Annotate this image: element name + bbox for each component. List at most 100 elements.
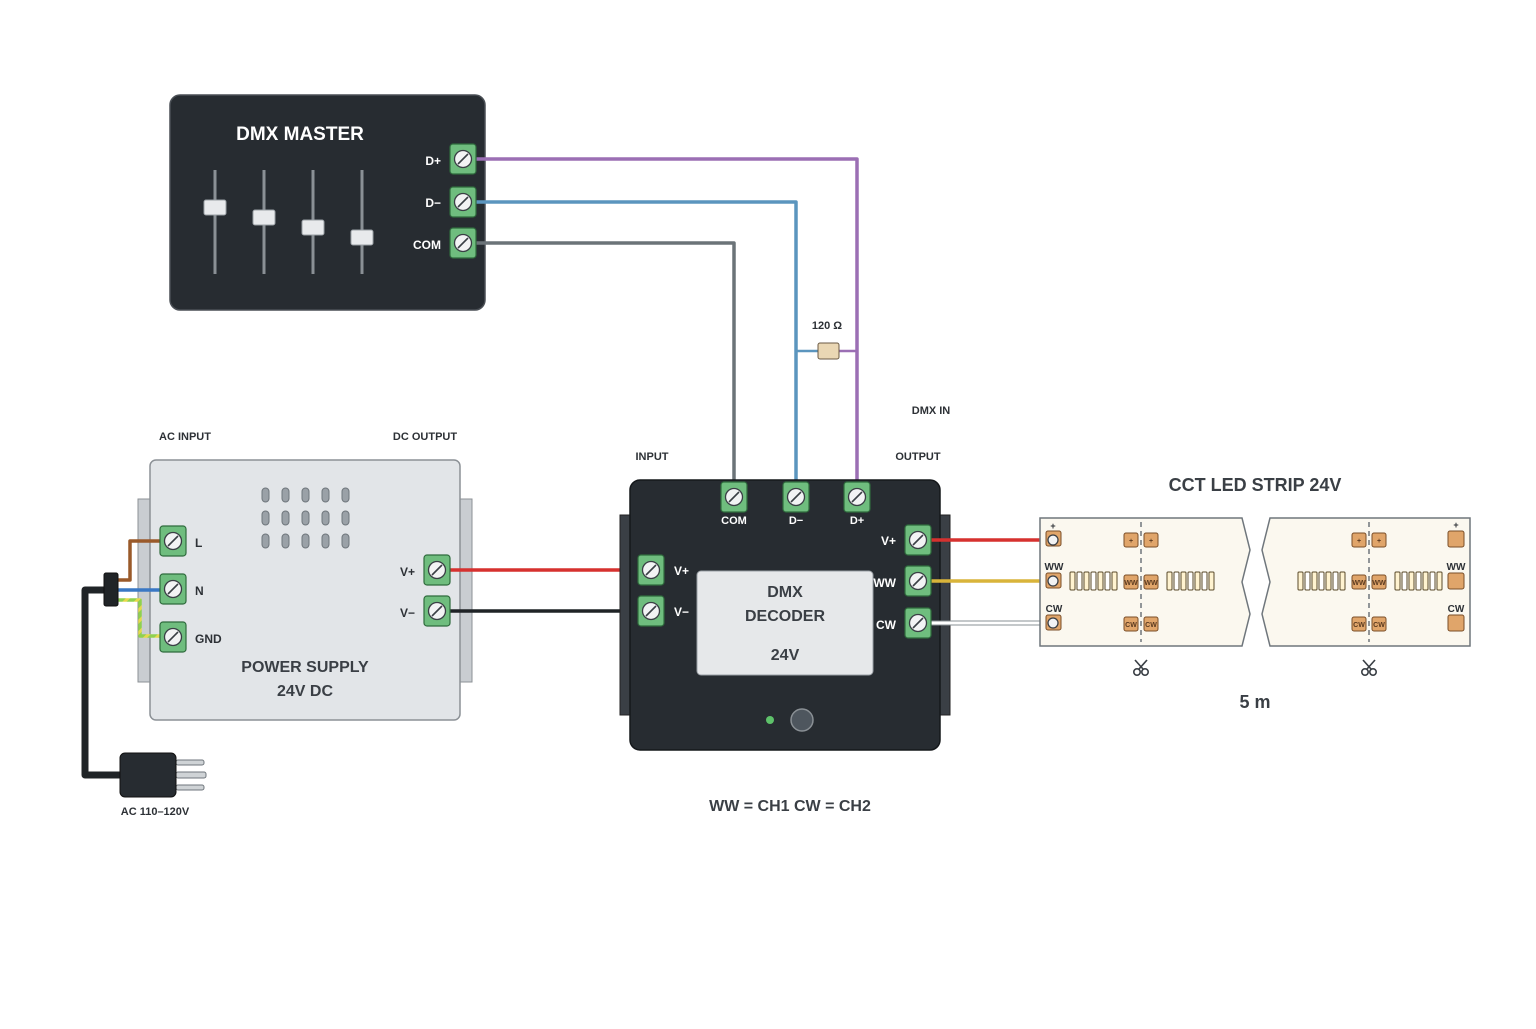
psu-label-vplus: V+ [400,565,415,579]
cut2-pad-ww-l: WW [1352,580,1366,587]
cut1-pad-plus-l: + [1129,538,1133,545]
strip-title: CCT LED STRIP 24V [1169,475,1342,495]
cut1-pad-plus-r: + [1149,538,1153,545]
master-label-com: COM [413,238,441,252]
dmx-wires [463,157,859,497]
output-wires [918,538,1053,626]
master-label-dplus: D+ [425,154,441,168]
cut2-pad-plus-r: + [1377,538,1381,545]
decoder-title-line1: DMX [767,584,803,601]
terminal-psu-vminus[interactable] [423,595,451,627]
psu-label-n: N [195,584,204,598]
cut1-pad-ww-r: WW [1144,580,1158,587]
cut1-pad-cw-l: CW [1125,622,1137,629]
terminal-decoder-out-cw[interactable] [904,607,932,639]
address-button[interactable] [790,708,814,732]
cable-gland [103,572,119,607]
channel-note: WW = CH1 CW = CH2 [709,798,871,815]
fader-2[interactable] [252,170,276,274]
cut-pads-1: + + WW WW CW CW [1123,532,1159,632]
terminal-psu-gnd[interactable] [159,621,187,653]
psu-title-line1: POWER SUPPLY [241,659,369,676]
terminal-decoder-dplus[interactable] [843,481,871,513]
decoder-label-out-ww: WW [873,576,896,590]
terminal-psu-n[interactable] [159,573,187,605]
strip-pad-label-ww: WW [1045,562,1064,573]
terminal-master-dminus[interactable] [449,186,477,218]
decoder-label-dplus: D+ [850,515,864,527]
master-label-dminus: D− [425,196,441,210]
wire-com [463,241,736,497]
strip-end-pads [1447,530,1465,632]
scissors-icon[interactable] [1133,659,1150,676]
decoder-label-out-cw: CW [876,618,897,632]
terminal-decoder-in-vplus[interactable] [637,554,665,586]
decoder-label-in-vplus: V+ [674,564,689,578]
termination-resistor: 120 Ω [812,320,842,360]
plug-label: AC 110–120V [121,806,190,818]
strip-end-label-plus: + [1453,520,1458,530]
power-supply: POWER SUPPLY 24V DC AC INPUT DC OUTPUT L… [137,431,473,721]
terminal-decoder-dminus[interactable] [782,481,810,513]
ac-input-label: AC INPUT [159,431,211,443]
decoder-input-label: INPUT [636,451,669,463]
wire-live [112,539,173,582]
wire-ground [112,598,173,638]
decoder-title-line2: DECODER [745,608,825,625]
dc-output-label: DC OUTPUT [393,431,457,443]
terminal-master-com[interactable] [449,227,477,259]
scissors-icon[interactable] [1361,659,1378,676]
led-chips [1069,571,1443,591]
decoder-voltage: 24V [771,647,800,664]
resistor-label: 120 Ω [812,320,842,332]
mains-cable [81,586,122,779]
terminal-decoder-in-vminus[interactable] [637,595,665,627]
strip-pad-label-plus: + [1050,521,1055,531]
dmx-master: DMX MASTER D+ D− COM [169,94,486,311]
cut2-pad-ww-r: WW [1372,580,1386,587]
strip-end-label-cw: CW [1448,604,1465,615]
cut2-pad-plus-l: + [1357,538,1361,545]
wire-d-minus [463,200,798,497]
fader-3[interactable] [301,170,325,274]
fader-1[interactable] [203,170,227,274]
decoder-label-dminus: D− [789,515,803,527]
terminal-strip-vplus[interactable] [1047,534,1059,546]
psu-title-line2: 24V DC [277,683,333,700]
psu-label-l: L [195,536,202,550]
terminal-master-dplus[interactable] [449,143,477,175]
dc-wires [437,568,651,613]
strip-end-label-ww: WW [1447,562,1466,573]
ac-plug[interactable]: AC 110–120V [119,752,207,818]
psu-label-vminus: V− [400,606,415,620]
terminal-decoder-com[interactable] [720,481,748,513]
dmx-in-label: DMX IN [912,405,951,417]
decoder-output-label: OUTPUT [895,451,941,463]
terminal-strip-ww[interactable] [1047,575,1059,587]
led-strip: CCT LED STRIP 24V + WW CW + WW CW [1039,475,1471,712]
terminal-decoder-out-vplus[interactable] [904,524,932,556]
fader-4[interactable] [350,170,374,274]
decoder-label-plate [696,570,874,676]
decoder-label-com: COM [721,515,747,527]
cut2-pad-cw-r: CW [1373,622,1385,629]
wire-d-plus [463,157,859,497]
terminal-blocks [159,143,1059,653]
decoder-label-out-vplus: V+ [881,534,896,548]
dmx-decoder: DMX DECODER 24V DMX IN INPUT OUTPUT COM … [619,405,951,815]
vent-slots [261,487,350,549]
dmx-master-title: DMX MASTER [236,124,364,145]
cut1-pad-cw-r: CW [1145,622,1157,629]
strip-length: 5 m [1239,692,1270,712]
strip-pad-label-cw: CW [1046,604,1063,615]
terminal-decoder-out-ww[interactable] [904,565,932,597]
decoder-label-in-vminus: V− [674,605,689,619]
terminal-strip-cw[interactable] [1047,617,1059,629]
cut-pads-2: + + WW WW CW CW [1351,532,1387,632]
psu-label-gnd: GND [195,632,222,646]
cut2-pad-cw-l: CW [1353,622,1365,629]
terminal-psu-vplus[interactable] [423,554,451,586]
terminal-psu-l[interactable] [159,525,187,557]
cut1-pad-ww-l: WW [1124,580,1138,587]
